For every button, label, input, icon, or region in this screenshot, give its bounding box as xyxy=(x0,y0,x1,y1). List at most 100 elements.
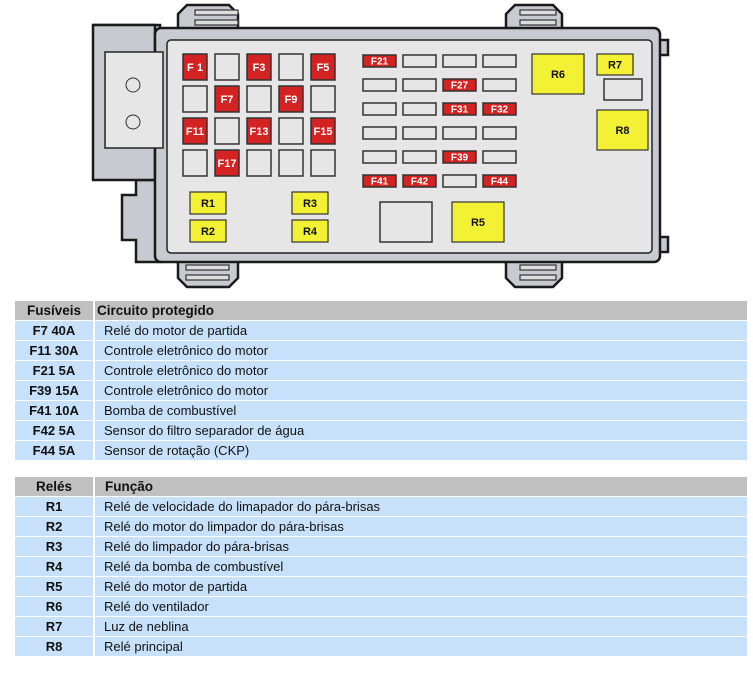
fuse-label: F11 xyxy=(186,126,204,138)
relay-body xyxy=(531,53,585,95)
code-cell: F41 10A xyxy=(15,401,95,421)
relay-label: R4 xyxy=(303,226,318,238)
relay-label: R3 xyxy=(303,198,317,210)
fuse-body xyxy=(182,53,208,81)
fuse-body xyxy=(442,102,477,116)
header-fuses: Fusíveis xyxy=(15,301,95,321)
table-header: Relés Função xyxy=(15,477,747,497)
empty-fuse-slot xyxy=(402,150,437,164)
fuse-body xyxy=(482,126,517,140)
empty-fuse-slot xyxy=(402,54,437,68)
fuse-body xyxy=(278,85,304,113)
empty-fuse-slot xyxy=(442,54,477,68)
fuse-label: F13 xyxy=(250,126,269,138)
tab-slots xyxy=(185,9,557,281)
fuse-body xyxy=(310,149,336,177)
description-cell: Relé principal xyxy=(95,637,747,657)
fuse-body xyxy=(442,126,477,140)
fuse-label: F31 xyxy=(451,105,469,116)
relay-body xyxy=(451,201,505,243)
fuse: F15 xyxy=(310,117,336,145)
fuse-label: F5 xyxy=(317,62,330,74)
relay-r6: R6 xyxy=(531,53,585,95)
code-cell: R1 xyxy=(15,497,95,517)
code-cell: R7 xyxy=(15,617,95,637)
empty-fuse-slot xyxy=(442,174,477,188)
fuse: F11 xyxy=(182,117,208,145)
empty-fuse-slot xyxy=(278,149,304,177)
fuse-body xyxy=(278,117,304,145)
fuse: F5 xyxy=(310,53,336,81)
fuse-label: F42 xyxy=(411,177,429,188)
mounting-hole xyxy=(125,114,141,130)
mounting-hole xyxy=(125,77,141,93)
fuse-label: F3 xyxy=(253,62,266,74)
header-relays: Relés xyxy=(15,477,95,497)
empty-slot xyxy=(603,78,643,101)
fuse-label: F9 xyxy=(285,94,298,106)
fuse-label: F32 xyxy=(491,105,509,116)
fuse-body xyxy=(246,85,272,113)
fuse-body xyxy=(482,150,517,164)
empty-fuse-slot xyxy=(278,53,304,81)
code-cell: R3 xyxy=(15,537,95,557)
fuse-label: F21 xyxy=(371,57,389,68)
empty-fuse-slot xyxy=(402,78,437,92)
empty-slot xyxy=(379,201,433,243)
description-cell: Relé do motor de partida xyxy=(95,577,747,597)
relay-label: R5 xyxy=(471,217,485,229)
empty-fuse-slot xyxy=(482,150,517,164)
header-circuit: Circuito protegido xyxy=(95,301,747,321)
code-cell: R6 xyxy=(15,597,95,617)
description-cell: Bomba de combustível xyxy=(95,401,747,421)
relay-body xyxy=(291,191,329,215)
relay-r1: R1 xyxy=(189,191,227,215)
fuse: F 1 xyxy=(182,53,208,81)
fuse-body xyxy=(402,126,437,140)
code-cell: F42 5A xyxy=(15,421,95,441)
description-cell: Sensor do filtro separador de água xyxy=(95,421,747,441)
fuse-label: F41 xyxy=(371,177,389,188)
table-header: Fusíveis Circuito protegido xyxy=(15,301,747,321)
empty-fuse-slot xyxy=(442,126,477,140)
fuse: F44 xyxy=(482,174,517,188)
empty-fuse-slot xyxy=(182,149,208,177)
fuse-body xyxy=(442,174,477,188)
fuse-label: F39 xyxy=(451,153,469,164)
fuse-body xyxy=(310,53,336,81)
empty-fuse-slot xyxy=(246,85,272,113)
fuse: F9 xyxy=(278,85,304,113)
fuse-body xyxy=(362,150,397,164)
fuse-body xyxy=(362,174,397,188)
fuse-body xyxy=(482,102,517,116)
fuse-body xyxy=(482,78,517,92)
description-cell: Relé de velocidade do limapador do pára-… xyxy=(95,497,747,517)
fuse-body xyxy=(246,149,272,177)
fuse-body xyxy=(310,85,336,113)
empty-fuse-slot xyxy=(182,85,208,113)
fuse: F31 xyxy=(442,102,477,116)
fuse-body xyxy=(182,85,208,113)
connector-face xyxy=(104,51,164,149)
fuse-body xyxy=(402,174,437,188)
fuse: F42 xyxy=(402,174,437,188)
fuse-body xyxy=(402,78,437,92)
empty-fuse-slot xyxy=(362,126,397,140)
empty-fuse-slot xyxy=(214,53,240,81)
fuse-label: F27 xyxy=(451,81,469,92)
fuse-label: F44 xyxy=(491,177,509,188)
relay-r8: R8 xyxy=(596,109,649,151)
empty-fuse-slot xyxy=(362,102,397,116)
